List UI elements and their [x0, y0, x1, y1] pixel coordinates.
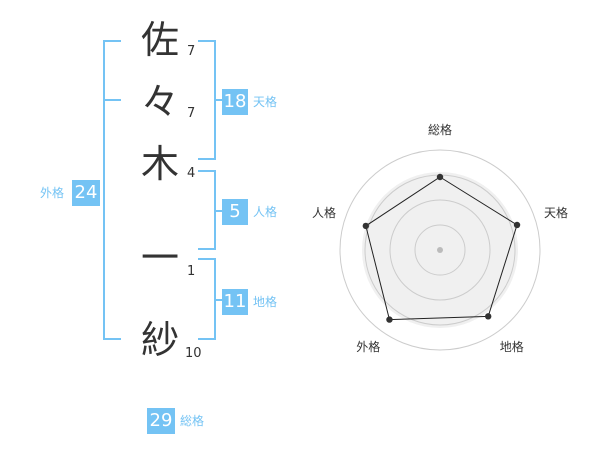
soukaku-value-badge: 29	[147, 408, 175, 434]
chikaku-label: 地格	[253, 295, 278, 309]
name-char-5: 紗	[140, 318, 179, 362]
jinkaku-bracket-tick	[216, 210, 222, 212]
radar-axis-label: 総格	[428, 122, 452, 137]
radar-ring	[414, 224, 466, 276]
stroke-count-2: 7	[187, 106, 196, 121]
radar-marks	[362, 173, 521, 323]
radar-ring	[389, 199, 491, 301]
radar-point	[513, 221, 521, 229]
soukaku-label: 総格	[180, 414, 205, 428]
radar-axis-label: 天格	[544, 205, 568, 220]
name-char-4: 一	[140, 236, 179, 280]
jinkaku-label: 人格	[253, 205, 278, 219]
tenkaku-label: 天格	[253, 95, 278, 109]
radar-axis-label: 人格	[312, 205, 336, 220]
stroke-count-4: 1	[187, 264, 196, 279]
tenkaku-bracket-tick	[216, 99, 222, 101]
stroke-count-3: 4	[187, 166, 196, 181]
gaikaku-value-badge: 24	[72, 180, 100, 206]
tenkaku-bracket	[198, 40, 216, 160]
stroke-count-1: 7	[187, 44, 196, 59]
radar-ring	[339, 149, 541, 351]
name-char-1: 佐	[140, 18, 179, 62]
chikaku-value-badge: 11	[222, 289, 248, 315]
name-char-2: 々	[140, 80, 179, 124]
radar-point	[362, 222, 370, 230]
radar-center-dot	[437, 247, 443, 253]
radar-point	[484, 313, 492, 320]
radar-axis-label: 外格	[356, 339, 380, 354]
gaikaku-bracket	[103, 40, 121, 340]
stroke-count-5: 10	[185, 346, 202, 361]
name-char-3: 木	[140, 142, 179, 186]
chikaku-bracket	[198, 258, 216, 340]
gaikaku-bracket-tick	[103, 99, 121, 101]
radar-polygon	[365, 176, 518, 321]
radar-axis-label: 地格	[500, 339, 524, 354]
tenkaku-value-badge: 18	[222, 89, 248, 115]
jinkaku-value-badge: 5	[222, 199, 248, 225]
chikaku-bracket-tick	[216, 299, 222, 301]
jinkaku-bracket	[198, 170, 216, 250]
gaikaku-label: 外格	[40, 186, 65, 200]
radar-point	[436, 173, 444, 181]
radar-point	[386, 316, 393, 323]
